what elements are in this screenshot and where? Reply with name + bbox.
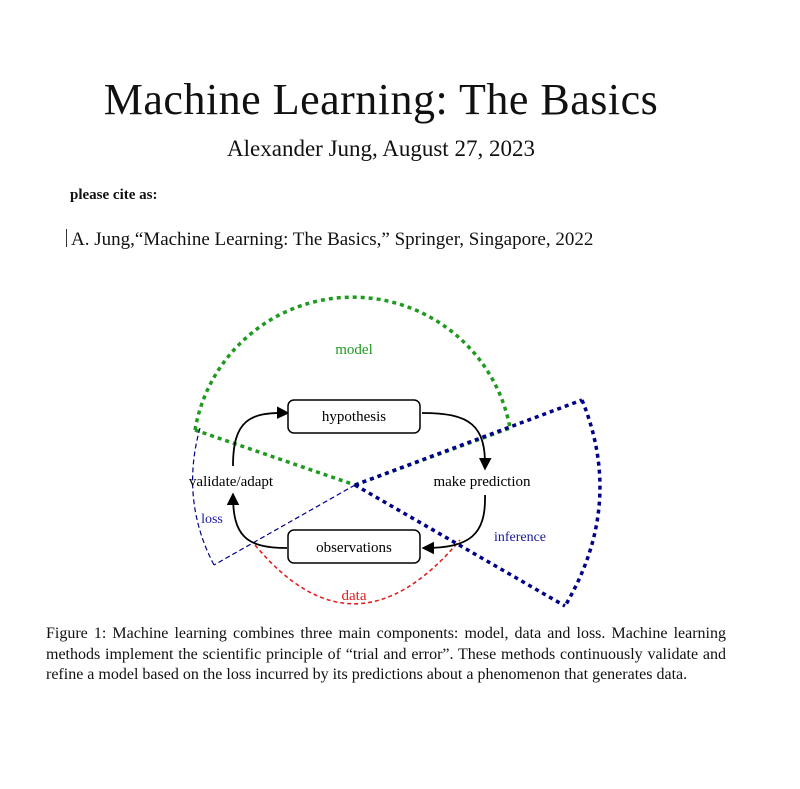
- ml-cycle-figure: model hypothesis validate/adapt make pre…: [189, 295, 602, 608]
- prediction-label: make prediction: [433, 474, 531, 490]
- model-label: model: [335, 342, 373, 358]
- model-arc: [193, 295, 512, 431]
- figure-caption: Figure 1: Machine learning combines thre…: [46, 625, 726, 683]
- data-arc: [254, 539, 461, 605]
- text-cursor: [66, 229, 67, 247]
- author-date: Alexander Jung, August 27, 2023: [227, 136, 535, 161]
- loss-arc: [192, 427, 215, 566]
- hypothesis-label: hypothesis: [322, 409, 386, 425]
- data-label: data: [342, 588, 367, 604]
- citation: A. Jung,“Machine Learning: The Basics,” …: [66, 229, 593, 251]
- arrow-to-validate: [226, 492, 288, 549]
- inference-arc: [563, 399, 602, 607]
- hypothesis-box: [287, 399, 421, 434]
- observations-box: [287, 529, 421, 564]
- arrow-to-observations: [421, 494, 486, 555]
- citation-text: A. Jung,“Machine Learning: The Basics,” …: [71, 229, 594, 250]
- cite-label: please cite as:: [70, 187, 158, 203]
- loss-label: loss: [201, 512, 223, 527]
- inference-label: inference: [494, 530, 546, 545]
- arrow-to-prediction: [421, 412, 492, 471]
- arrow-to-hypothesis: [232, 406, 290, 467]
- loss-line: [213, 484, 356, 566]
- inference-line-bottom: [354, 483, 566, 608]
- paper-title: Machine Learning: The Basics: [103, 75, 659, 124]
- inference-line-top: [354, 398, 583, 487]
- observations-label: observations: [316, 540, 392, 556]
- validate-label: validate/adapt: [189, 474, 274, 490]
